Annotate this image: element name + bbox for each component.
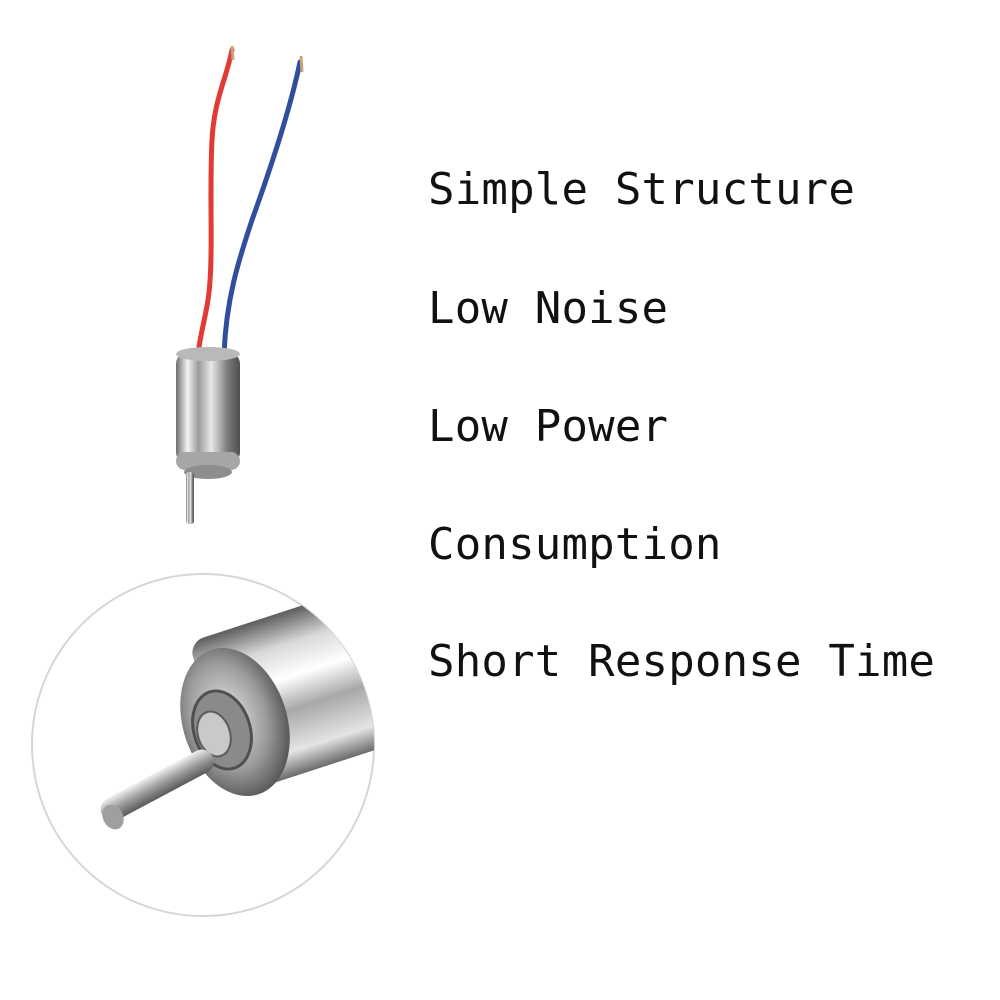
feature-short-response-time: Short Response Time [428,636,936,687]
feature-consumption: Consumption [428,519,722,570]
feature-low-power: Low Power [428,401,669,452]
feature-low-noise: Low Noise [428,283,669,334]
motor-closeup-icon [31,573,375,917]
feature-simple-structure: Simple Structure [428,164,856,215]
feature-list: Simple Structure Low Noise Low Power Con… [428,0,993,1000]
coreless-motor-icon [176,45,304,524]
